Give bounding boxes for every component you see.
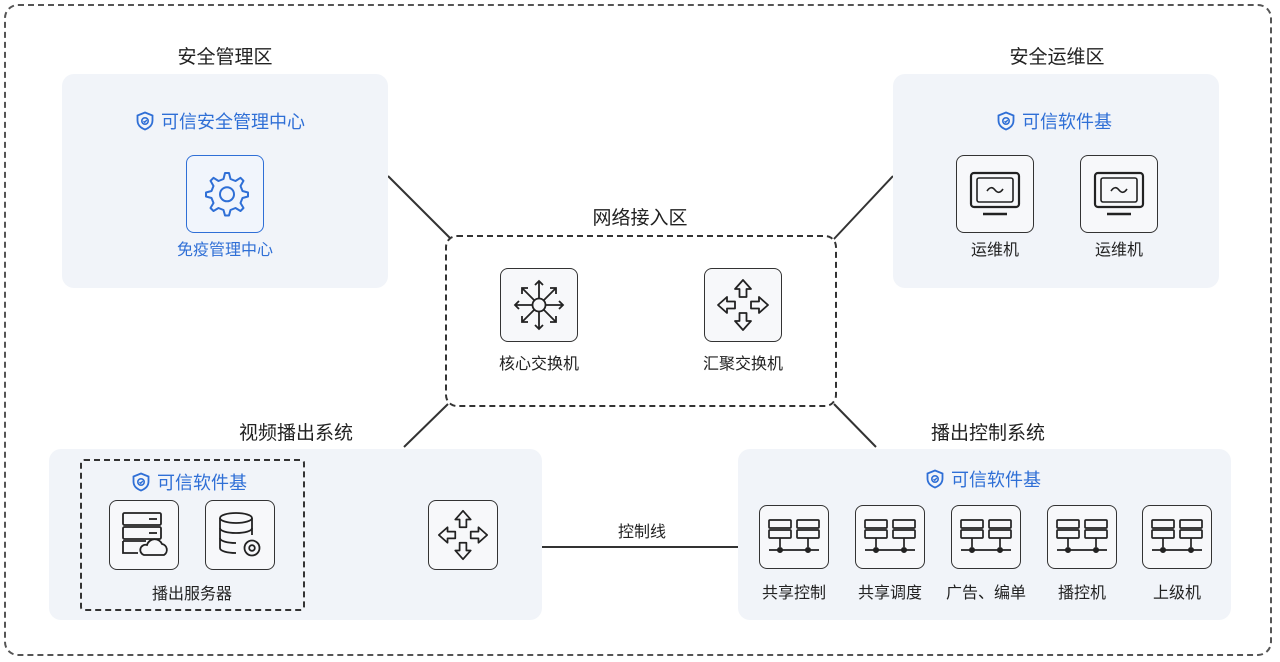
database-icon — [219, 512, 261, 557]
link-mgmt-to-network — [387, 175, 451, 239]
control-device-3-label: 广告、编单 — [945, 583, 1026, 602]
core-switch-icon — [513, 279, 565, 331]
control-device-1[interactable] — [759, 505, 829, 569]
server-icon — [1151, 519, 1203, 554]
broadcast-switch[interactable] — [428, 500, 498, 570]
trusted-label-security-mgmt: 可信安全管理中心 — [135, 108, 305, 134]
zone-title-video-broadcast: 视频播出系统 — [238, 422, 353, 444]
link-ops-to-network — [832, 175, 894, 241]
control-device-5-label: 上级机 — [1152, 583, 1201, 602]
immune-center-label: 免疫管理中心 — [176, 240, 273, 259]
control-device-1-label: 共享控制 — [761, 583, 826, 602]
link-control-to-network — [833, 403, 877, 448]
server-icon — [960, 519, 1012, 554]
panel-security-ops — [893, 74, 1219, 288]
trusted-label-text: 可信软件基 — [1022, 112, 1112, 133]
shield-icon — [997, 111, 1015, 131]
ops-machine-2-label: 运维机 — [1094, 240, 1143, 259]
control-device-4-label: 播控机 — [1057, 583, 1106, 602]
trusted-label-text: 可信安全管理中心 — [161, 112, 305, 133]
core-switch-label: 核心交换机 — [498, 354, 579, 373]
control-device-2[interactable] — [855, 505, 925, 569]
ops-machine-2[interactable] — [1080, 155, 1158, 233]
control-device-4[interactable] — [1047, 505, 1117, 569]
shield-icon — [132, 472, 150, 492]
zone-title-network-access: 网络接入区 — [592, 207, 688, 229]
link-video-to-network — [403, 403, 449, 448]
database-server[interactable] — [205, 500, 275, 570]
control-device-2-label: 共享调度 — [857, 583, 922, 602]
cloud-server[interactable] — [109, 500, 179, 570]
aggregation-switch[interactable] — [704, 268, 782, 342]
trusted-label-text: 可信软件基 — [951, 470, 1041, 491]
gear-icon — [205, 172, 249, 217]
server-icon — [768, 519, 820, 554]
zone-title-security-mgmt: 安全管理区 — [177, 46, 273, 68]
control-device-3[interactable] — [951, 505, 1021, 569]
outer-frame — [4, 4, 1272, 656]
monitor-icon — [969, 171, 1021, 216]
ops-machine-1[interactable] — [956, 155, 1034, 233]
core-switch[interactable] — [500, 268, 578, 342]
control-device-5[interactable] — [1142, 505, 1212, 569]
server-icon — [122, 512, 168, 556]
control-line-label: 控制线 — [617, 522, 666, 541]
monitor-icon — [1093, 171, 1145, 216]
zone-title-broadcast-control: 播出控制系统 — [930, 422, 1045, 444]
aggregation-switch-icon — [437, 509, 489, 561]
trusted-label-text: 可信软件基 — [157, 473, 247, 494]
trusted-label-video-broadcast: 可信软件基 — [131, 469, 247, 495]
aggregation-switch-label: 汇聚交换机 — [702, 354, 783, 373]
immune-center-device[interactable] — [186, 155, 264, 233]
zone-title-security-ops: 安全运维区 — [1009, 46, 1105, 68]
server-icon — [1056, 519, 1108, 554]
trusted-label-security-ops: 可信软件基 — [996, 108, 1112, 134]
trusted-label-broadcast-control: 可信软件基 — [925, 466, 1041, 492]
ops-machine-1-label: 运维机 — [970, 240, 1019, 259]
shield-icon — [136, 111, 154, 131]
aggregation-switch-icon — [717, 279, 769, 331]
server-icon — [864, 519, 916, 554]
shield-icon — [926, 469, 944, 489]
broadcast-server-label: 播出服务器 — [151, 584, 232, 603]
broadcast-server-group — [80, 459, 305, 611]
